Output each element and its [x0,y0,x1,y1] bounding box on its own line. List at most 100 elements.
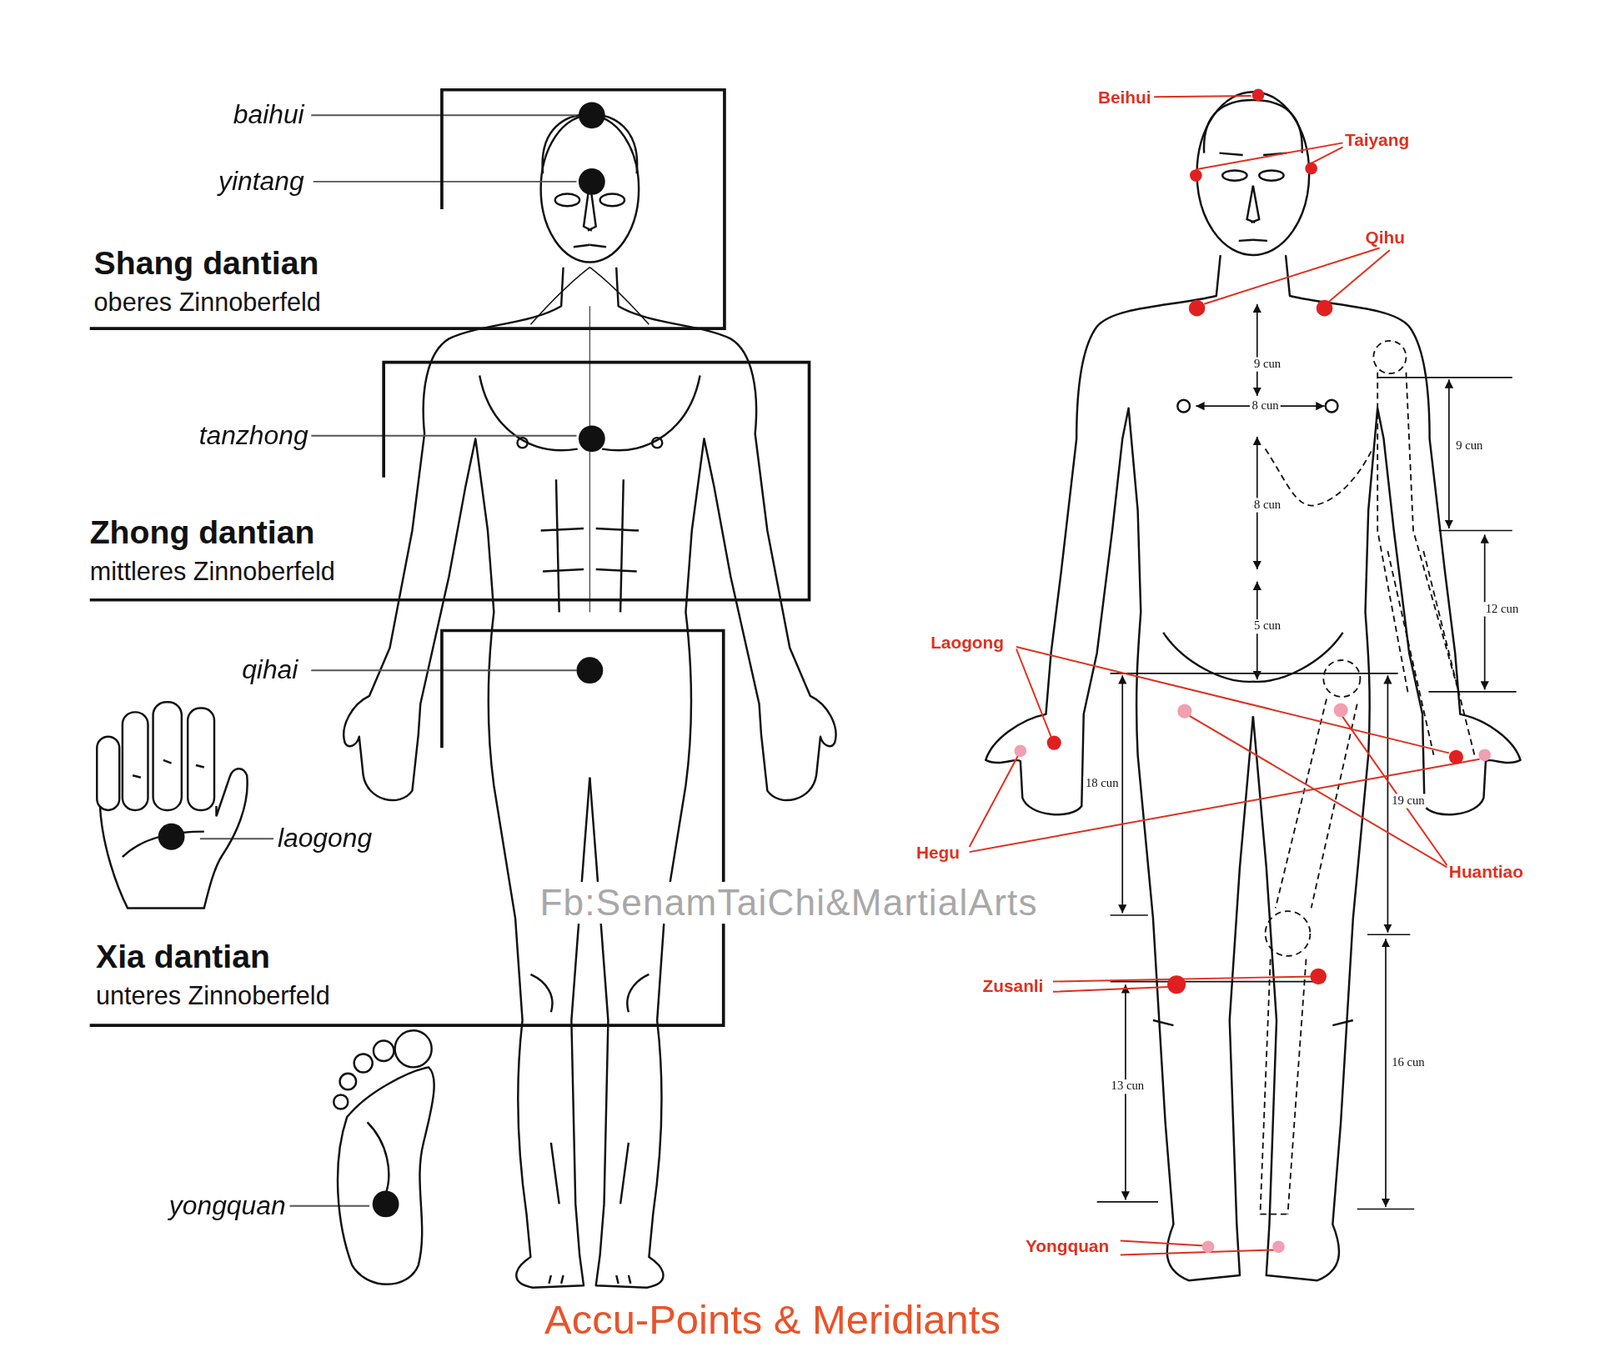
dimension-label: 9 cun [1454,438,1485,453]
toe [395,1030,432,1068]
point-dot [1304,162,1318,176]
point-dot [158,823,186,851]
nipple [652,437,663,448]
point-dot [1202,1240,1215,1254]
figure-left-half [343,114,592,1289]
region-heading: Xia dantian [94,938,273,977]
knee [1265,911,1311,957]
point-label: Laogong [930,632,1004,653]
point-dot [578,425,606,452]
dimension-label: 18 cun [1083,777,1121,792]
point-label: Beihui [1098,88,1152,109]
figure-left-half [985,100,1255,1281]
dimension-label: 5 cun [1251,619,1283,634]
dimension-label: 19 cun [1389,793,1427,808]
point-label: Zusanli [983,977,1044,998]
dimension-label: 8 cun [1249,399,1281,414]
finger [187,707,215,810]
nipple [1325,400,1339,413]
diagram-title: Accu-Points & Meridiants [544,1296,1001,1344]
point-label: Yongquan [1025,1237,1109,1258]
point-dot [578,101,606,129]
point-dot [1478,748,1491,762]
dimension [1448,379,1450,529]
region-border [90,90,725,329]
point-label: qihai [241,655,298,687]
dimension [1121,675,1124,913]
dimension [1256,304,1259,397]
right-figure [985,91,1520,1281]
point-dot [1272,1240,1285,1254]
leader-line [969,95,1480,1256]
pubic-line [1110,672,1399,675]
toe [354,1053,373,1073]
point-dot [1449,750,1464,765]
region-heading: Shang dantian [91,244,322,282]
watermark: Fb:SenamTaiChi&MartialArts [537,882,1040,925]
finger [122,712,149,811]
figure-right-half [587,114,837,1289]
hip-joint [1323,660,1360,698]
point-label: Huantiao [1449,862,1524,883]
nipple [516,437,527,448]
head [541,115,639,262]
nipple [1177,400,1190,413]
skeleton-outline [1259,341,1475,1215]
region-subtitle: oberes Zinnoberfeld [91,287,323,317]
point-label: yongquan [169,1191,286,1223]
point-dot [1189,169,1203,182]
red-acupoints [1014,88,1492,1254]
palm [100,760,248,908]
toe [373,1041,394,1062]
point-dot [1047,736,1062,751]
point-label: Qihu [1365,227,1405,248]
foot-inset [333,1030,434,1285]
point-dot [578,168,606,196]
dimension-label: 9 cun [1251,357,1283,372]
point-dot [1014,745,1028,758]
region-subtitle: mittleres Zinnoberfeld [87,556,337,587]
hand-inset [96,702,247,908]
costal-arch [1265,449,1374,507]
region-border [90,630,724,1026]
point-dot [576,657,603,684]
region-heading: Zhong dantian [87,513,317,552]
point-label: tanzhong [199,420,309,452]
point-label: baihui [233,100,305,131]
point-label: laogong [277,823,372,855]
finger [96,737,120,811]
arm-bones [1377,372,1475,756]
left-figure [343,114,836,1289]
dantian-region: Zhong dantian mittleres Zinnoberfeld [90,362,810,601]
point-dot [1309,968,1327,986]
leg-bones [1259,698,1357,1214]
dantian-region: Shang dantian oberes Zinnoberfeld [90,90,725,329]
sole [337,1067,435,1285]
dimension [1387,675,1390,933]
dimension-label: 16 cun [1389,1056,1427,1071]
figure-right-half [1250,100,1520,1281]
point-dot [1177,704,1192,719]
point-dot [1316,300,1334,317]
acupoint-dots [576,101,605,684]
point-label: yintang [218,166,305,198]
point-dot [1188,300,1206,317]
finger [153,702,182,811]
point-dot [1252,88,1265,101]
point-label: Hegu [916,842,960,863]
dimension-lines [1097,304,1517,1210]
point-dot [1334,702,1349,718]
shoulder-joint [1373,341,1406,374]
dimension-label: 12 cun [1483,601,1520,617]
dantian-region: Xia dantian unteres Zinnoberfeld [90,630,724,1026]
point-dot [1167,975,1186,994]
red-leader-lines [969,95,1480,1256]
dimension [1384,938,1387,1208]
point-dot [372,1190,400,1218]
center-line [589,305,591,612]
dimension-label: 8 cun [1251,497,1283,512]
region-subtitle: unteres Zinnoberfeld [94,981,333,1011]
toe [340,1073,357,1091]
